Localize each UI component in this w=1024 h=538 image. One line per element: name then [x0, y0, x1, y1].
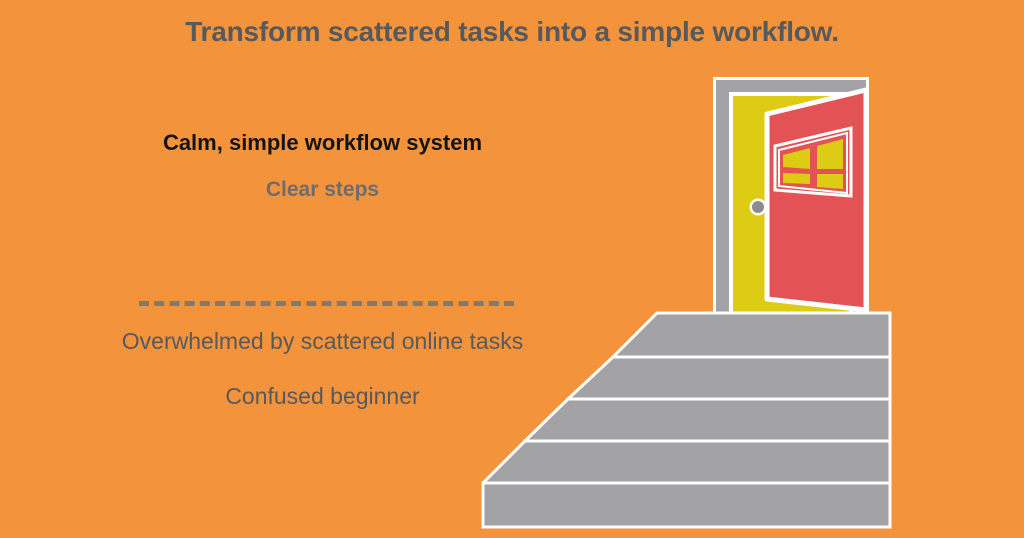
door-panel-icon: [764, 87, 869, 313]
positive-headline: Calm, simple workflow system: [162, 130, 483, 155]
dashed-divider: [139, 301, 514, 306]
negative-headline: Overwhelmed by scattered online tasks: [121, 328, 524, 354]
doorway-light: [733, 96, 849, 314]
positive-subline: Clear steps: [265, 178, 380, 202]
page-title: Transform scattered tasks into a simple …: [185, 16, 839, 47]
negative-text-group: Overwhelmed by scattered online tasks Co…: [60, 326, 585, 411]
stair-step-4-tread: [481, 439, 892, 485]
stair-step-1: [655, 311, 892, 359]
stair-step-1-tread: [611, 311, 892, 359]
door-window-icon: [773, 126, 853, 198]
dashed-line: [139, 301, 514, 306]
negative-subline: Confused beginner: [225, 382, 420, 409]
stair-landing: [658, 311, 892, 344]
stair-step-5-tread: [481, 481, 892, 529]
door-frame-icon: [713, 77, 869, 315]
door-knob-icon: [749, 198, 767, 216]
stair-step-2-tread: [566, 355, 892, 401]
positive-text-group: Calm, simple workflow system Clear steps: [60, 130, 585, 203]
